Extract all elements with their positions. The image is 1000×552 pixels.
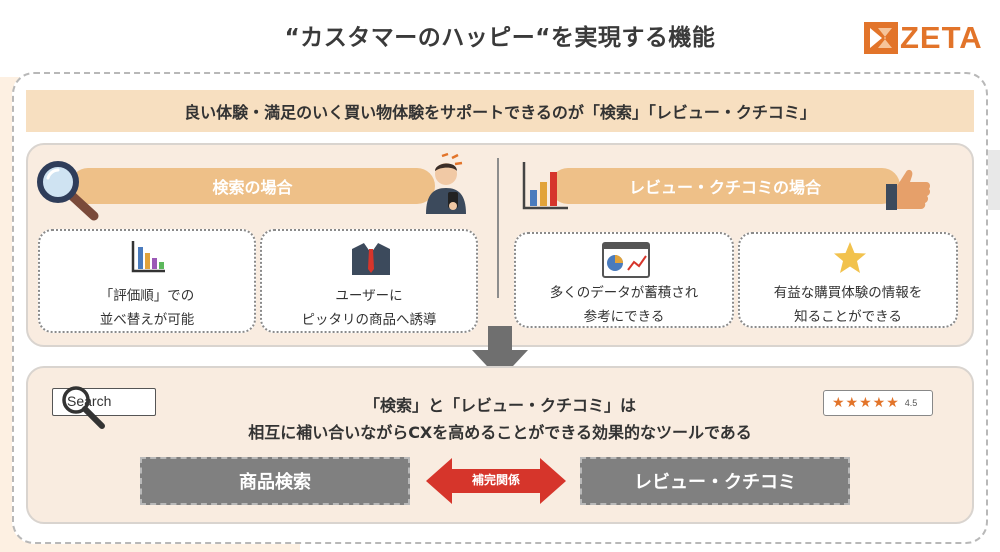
search-magnifier-icon [62, 386, 105, 429]
rating-illustration: ★★★★★ 4.5 [823, 390, 933, 416]
magnifier-icon [37, 161, 99, 221]
ranking-chart-icon [131, 241, 165, 273]
product-search-pill: 商品検索 [140, 457, 410, 505]
feature-card-guide: ユーザーに ピッタリの商品へ誘導 [260, 229, 478, 333]
background-accent-right [985, 150, 1000, 210]
card-info-line1: 有益な購買体験の情報を [773, 285, 923, 301]
headline-banner: 良い体験・満足のいく買い物体験をサポートできるのが「検索」「レビュー・クチコミ」 [26, 90, 974, 132]
slide-title: “カスタマーのハッピー“を実現する機能 [284, 25, 716, 51]
feature-card-sort: 「評価順」での 並べ替えが可能 [38, 229, 256, 333]
card-data-line2: 参考にできる [583, 309, 665, 325]
double-arrow-icon [426, 458, 566, 504]
dashboard-icon [602, 242, 650, 278]
panel-divider [497, 158, 499, 298]
rating-value: 4.5 [904, 398, 918, 408]
card-data-line1: 多くのデータが蓄積され [549, 285, 699, 301]
feature-card-data: 多くのデータが蓄積され 参考にできる [514, 232, 734, 328]
search-heading-bar: 検索の場合 [70, 168, 435, 204]
review-pill: レビュー・クチコミ [580, 457, 850, 505]
card-guide-line2: ピッタリの商品へ誘導 [301, 312, 437, 328]
card-sort-line1: 「評価順」での [99, 288, 195, 304]
logo-wordmark: ZETA [900, 20, 983, 55]
review-heading-bar: レビュー・クチコミの場合 [550, 168, 900, 204]
review-heading: レビュー・クチコミの場合 [628, 178, 821, 197]
thumbs-up-icon [886, 169, 931, 210]
search-heading: 検索の場合 [212, 178, 293, 197]
feature-card-info: 有益な購買体験の情報を 知ることができる [738, 232, 958, 328]
rating-stars: ★★★★★ [832, 395, 900, 411]
card-info-line2: 知ることができる [794, 309, 902, 325]
card-sort-line2: 並べ替えが可能 [99, 312, 195, 328]
summary-line2: 相互に補い合いながらCXを高めることができる効果的なツールである [248, 423, 752, 442]
product-search-label: 商品検索 [239, 472, 311, 493]
card-guide-line1: ユーザーに [335, 288, 403, 304]
review-pill-label: レビュー・クチコミ [634, 472, 796, 493]
suit-icon [352, 243, 390, 275]
summary-text: 「検索」と「レビュー・クチコミ」は 相互に補い合いながらCXを高めることができる… [160, 392, 840, 446]
complement-label: 補完関係 [471, 473, 520, 487]
star-icon [834, 242, 866, 273]
down-arrow-icon [472, 326, 528, 380]
zeta-logo [864, 22, 898, 54]
bar-chart-icon [522, 162, 568, 210]
person-with-phone-icon [426, 152, 466, 214]
summary-line1: 「検索」と「レビュー・クチコミ」は [363, 396, 636, 415]
